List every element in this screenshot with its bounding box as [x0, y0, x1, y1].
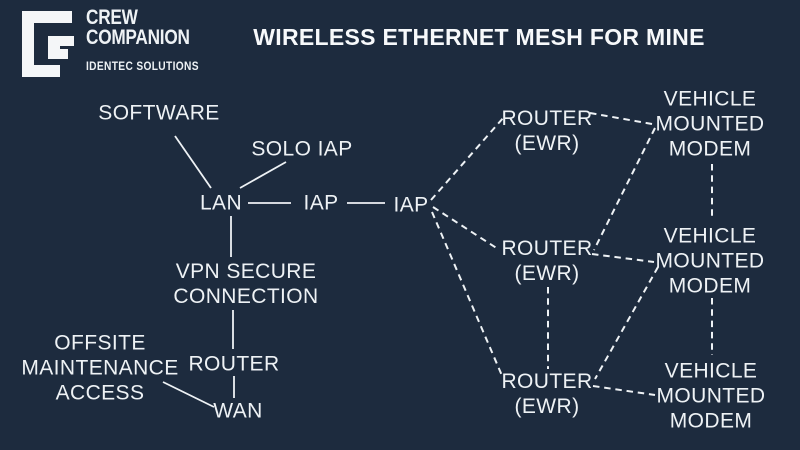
- node-vpn-secure-connection: VPN SECURE CONNECTION: [173, 260, 319, 308]
- page-title: WIRELESS ETHERNET MESH FOR MINE: [253, 24, 705, 50]
- edge-iap2-router3: [431, 211, 504, 379]
- node-vehicle-modem-3: VEHICLE MOUNTED MODEM: [656, 359, 766, 433]
- node-router-ewr-2: ROUTER (EWR): [501, 237, 593, 285]
- edge-iap2-router1: [430, 116, 505, 201]
- edge-solo-iap-lan: [239, 161, 287, 189]
- crew-companion-logo-text: CREW COMPANION IDENTEC SOLUTIONS: [86, 6, 219, 73]
- edge-modem1-router2: [593, 127, 656, 251]
- node-vehicle-modem-1: VEHICLE MOUNTED MODEM: [655, 87, 765, 161]
- node-vehicle-modem-2: VEHICLE MOUNTED MODEM: [655, 224, 765, 298]
- edge-modem2-router3: [594, 266, 659, 380]
- node-lan: LAN: [199, 191, 243, 215]
- node-software: SOFTWARE: [98, 101, 220, 125]
- node-iap-2: IAP: [393, 193, 429, 217]
- node-router-ewr-1: ROUTER (EWR): [501, 107, 593, 155]
- edge-software-lan: [174, 135, 212, 189]
- edge-offsite-wan: [162, 381, 215, 408]
- node-wan: WAN: [213, 399, 263, 423]
- node-iap-1: IAP: [303, 191, 339, 215]
- logo-name-line1: CREW: [86, 6, 138, 29]
- node-router-office: ROUTER: [188, 352, 280, 376]
- logo-name-line2: COMPANION: [86, 26, 190, 49]
- logo-subtitle: IDENTEC SOLUTIONS: [86, 59, 199, 73]
- edge-iap2-router2: [432, 206, 499, 250]
- node-solo-iap: SOLO IAP: [251, 137, 353, 161]
- crew-companion-logo-icon: [22, 11, 74, 77]
- node-offsite-maintenance-access: OFFSITE MAINTENANCE ACCESS: [21, 331, 179, 405]
- node-router-ewr-3: ROUTER (EWR): [501, 370, 593, 418]
